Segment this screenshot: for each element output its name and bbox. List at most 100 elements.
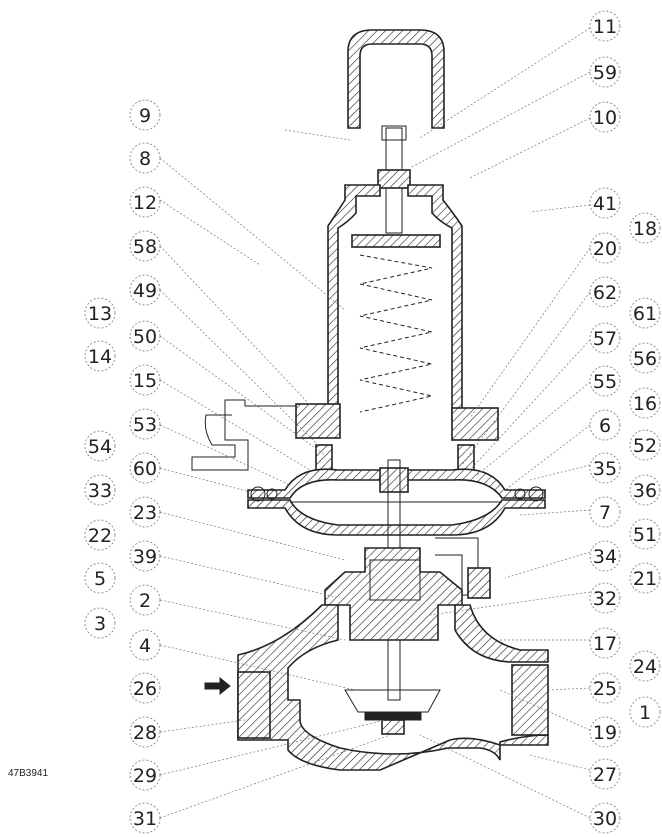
spring-case-part [327,184,381,421]
svg-text:32: 32 [593,588,617,610]
callout-59: 59 [589,56,621,88]
svg-text:52: 52 [633,435,657,457]
callout-26: 26 [129,672,161,704]
disc-part [364,711,422,721]
screw-head-part [381,125,407,141]
lower-diaphragm-case-part [247,499,546,536]
svg-text:22: 22 [88,525,112,547]
callout-1: 1 [629,696,661,728]
callout-33: 33 [84,474,116,506]
svg-text:51: 51 [633,524,657,546]
svg-text:57: 57 [593,328,617,350]
callout-51: 51 [629,518,661,550]
callout-13: 13 [84,297,116,329]
svg-text:20: 20 [593,238,617,260]
callout-32: 32 [589,582,621,614]
svg-text:29: 29 [133,765,157,787]
svg-text:16: 16 [633,393,657,415]
callout-28: 28 [129,716,161,748]
callout-5: 5 [84,562,116,594]
cap-part [347,29,445,129]
callout-61: 61 [629,297,661,329]
outlet-port-part [511,664,549,736]
svg-text:62: 62 [593,282,617,304]
svg-text:10: 10 [593,107,617,129]
callout-60: 60 [129,452,161,484]
callout-30: 30 [589,802,621,834]
callout-10: 10 [589,101,621,133]
flow-arrow-icon [204,676,231,696]
bracket-part [295,403,341,439]
svg-text:58: 58 [133,236,157,258]
svg-text:56: 56 [633,348,657,370]
svg-text:59: 59 [593,62,617,84]
callout-31: 31 [129,802,161,834]
callout-23: 23 [129,496,161,528]
callout-35: 35 [589,452,621,484]
callout-17: 17 [589,627,621,659]
svg-text:34: 34 [593,546,617,568]
callout-55: 55 [589,365,621,397]
bracket-right-part [451,407,499,441]
svg-text:50: 50 [133,326,157,348]
svg-text:35: 35 [593,458,617,480]
callout-2: 2 [129,584,161,616]
svg-text:12: 12 [133,192,157,214]
callout-56: 56 [629,342,661,374]
flange-bolt-right [528,486,544,502]
svg-text:21: 21 [633,568,657,590]
spring-plate-part [351,234,441,248]
bracket-arm-part [191,399,296,471]
callout-22: 22 [84,519,116,551]
svg-text:30: 30 [593,808,617,830]
svg-text:26: 26 [133,678,157,700]
svg-text:1: 1 [639,702,651,724]
svg-text:23: 23 [133,502,157,524]
svg-text:4: 4 [139,635,151,657]
disc-nut-part [381,719,405,735]
upper-diaphragm-case-part [247,468,546,499]
callout-53: 53 [129,408,161,440]
callout-54: 54 [84,430,116,462]
callout-49: 49 [129,274,161,306]
callout-7: 7 [589,496,621,528]
flange-bolt-left [250,486,266,502]
callout-39: 39 [129,540,161,572]
valve-plug-part [344,689,441,713]
callout-62: 62 [589,276,621,308]
callout-4: 4 [129,629,161,661]
svg-text:19: 19 [593,722,617,744]
callout-11: 11 [589,10,621,42]
callout-20: 20 [589,232,621,264]
valve-body-upper-right-part [454,604,549,663]
inlet-port-part [237,671,271,739]
svg-text:39: 39 [133,546,157,568]
valve-drawing [191,29,549,771]
callout-14: 14 [84,340,116,372]
svg-text:54: 54 [88,436,112,458]
svg-text:18: 18 [633,218,657,240]
drawing-reference-code: 47B3941 [8,768,48,779]
callout-12: 12 [129,186,161,218]
callout-24: 24 [629,650,661,682]
callout-57: 57 [589,322,621,354]
callout-29: 29 [129,759,161,791]
callout-41: 41 [589,187,621,219]
svg-text:41: 41 [593,193,617,215]
svg-text:49: 49 [133,280,157,302]
svg-text:61: 61 [633,303,657,325]
stem-nut-part [379,467,409,493]
svg-text:17: 17 [593,633,617,655]
flange-bolt-left-2 [266,488,278,500]
callout-36: 36 [629,474,661,506]
spring-part [359,254,433,413]
lock-nut-part [377,169,411,189]
svg-text:8: 8 [139,148,151,170]
valve-body-part [237,604,549,771]
svg-text:2: 2 [139,590,151,612]
bonnet-part [324,547,463,641]
callout-58: 58 [129,230,161,262]
svg-text:14: 14 [88,346,112,368]
callout-16: 16 [629,387,661,419]
